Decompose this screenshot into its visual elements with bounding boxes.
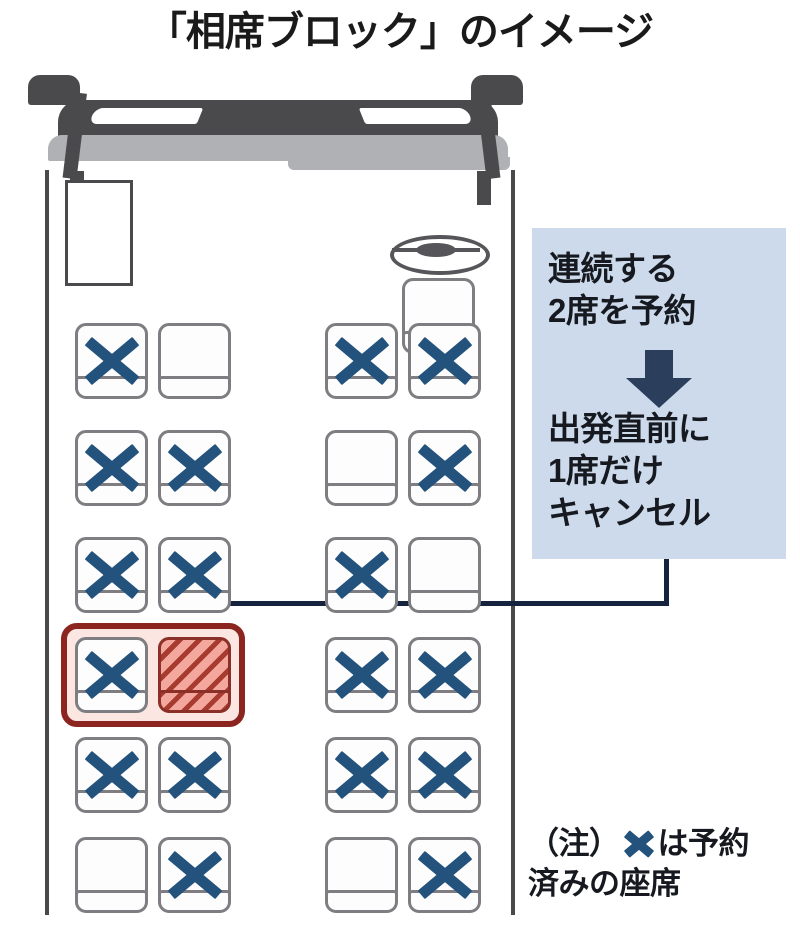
seat-back [158, 323, 231, 383]
seat-r5-c1-booked[interactable] [75, 737, 148, 813]
x-mark-icon [325, 537, 398, 613]
seat-back [75, 837, 148, 897]
door-right-foot-icon [477, 171, 491, 205]
seat-r4-c4-booked[interactable] [408, 637, 481, 713]
seat-r3-c2-booked[interactable] [158, 537, 231, 613]
x-mark-icon [158, 430, 231, 506]
seat-r3-c4-empty[interactable] [408, 537, 481, 613]
lavatory-oval-icon [390, 235, 490, 275]
x-mark-icon [408, 323, 481, 399]
seat-back [158, 637, 231, 697]
seat-back [325, 837, 398, 897]
x-mark-icon [75, 323, 148, 399]
seat-back [325, 430, 398, 490]
seat-r4-c3-booked[interactable] [325, 637, 398, 713]
seat-back [408, 537, 481, 597]
x-mark-icon [158, 837, 231, 913]
x-mark-icon [75, 430, 148, 506]
seat-r1-c1-booked[interactable] [75, 323, 148, 399]
connector-vertical [664, 559, 669, 606]
fuselage-nose-step [288, 157, 510, 170]
x-mark-icon [408, 637, 481, 713]
x-mark-icon [408, 837, 481, 913]
seat-r5-c2-booked[interactable] [158, 737, 231, 813]
galley-box [65, 180, 133, 286]
x-mark-icon [622, 829, 656, 859]
aircraft-cabin-diagram [28, 75, 523, 925]
down-arrow-icon [532, 350, 786, 408]
legend-suffix: は予約 [657, 826, 750, 861]
seat-r5-c4-booked[interactable] [408, 737, 481, 813]
seat-r2-c4-booked[interactable] [408, 430, 481, 506]
seat-cushion [408, 590, 481, 613]
x-mark-icon [158, 737, 231, 813]
cockpit-window-right-icon [358, 108, 474, 124]
seat-r4-c1-booked[interactable] [75, 637, 148, 713]
x-mark-icon [75, 537, 148, 613]
x-mark-icon [408, 430, 481, 506]
seat-r6-c3-empty[interactable] [325, 837, 398, 913]
seat-r1-c2-empty[interactable] [158, 323, 231, 399]
seat-r6-c4-booked[interactable] [408, 837, 481, 913]
legend-prefix: （注） [528, 826, 620, 861]
seat-r1-c4-booked[interactable] [408, 323, 481, 399]
seat-r2-c1-booked[interactable] [75, 430, 148, 506]
x-mark-icon [75, 737, 148, 813]
cabin-wall-right [511, 170, 515, 915]
seat-r6-c2-booked[interactable] [158, 837, 231, 913]
x-mark-icon [158, 537, 231, 613]
seat-r2-c3-empty[interactable] [325, 430, 398, 506]
seat-cushion [325, 890, 398, 913]
seat-r6-c1-empty[interactable] [75, 837, 148, 913]
lavatory-center-icon [416, 243, 456, 257]
seat-cushion [75, 890, 148, 913]
fuselage-nose-light [48, 135, 508, 161]
x-mark-icon [75, 637, 148, 713]
cabin-wall-left [45, 170, 49, 915]
legend: （注） は予約 済みの座席 [528, 824, 796, 905]
x-mark-icon [325, 737, 398, 813]
seat-r2-c2-booked[interactable] [158, 430, 231, 506]
seat-cushion [158, 376, 231, 399]
x-mark-icon [325, 323, 398, 399]
seat-r5-c3-booked[interactable] [325, 737, 398, 813]
x-mark-icon [408, 737, 481, 813]
seat-r3-c3-booked[interactable] [325, 537, 398, 613]
x-mark-icon [325, 637, 398, 713]
seat-cushion [158, 690, 231, 713]
seat-r4-c2-cancelled[interactable] [158, 637, 231, 713]
seat-r1-c3-booked[interactable] [325, 323, 398, 399]
legend-line-2: 済みの座席 [528, 866, 681, 902]
page-title: 「相席ブロック」のイメージ [146, 10, 654, 54]
legend-line-1: （注） は予約 [528, 824, 796, 864]
seat-cushion [325, 483, 398, 506]
seat-r3-c1-booked[interactable] [75, 537, 148, 613]
cockpit-window-left-icon [88, 108, 204, 124]
